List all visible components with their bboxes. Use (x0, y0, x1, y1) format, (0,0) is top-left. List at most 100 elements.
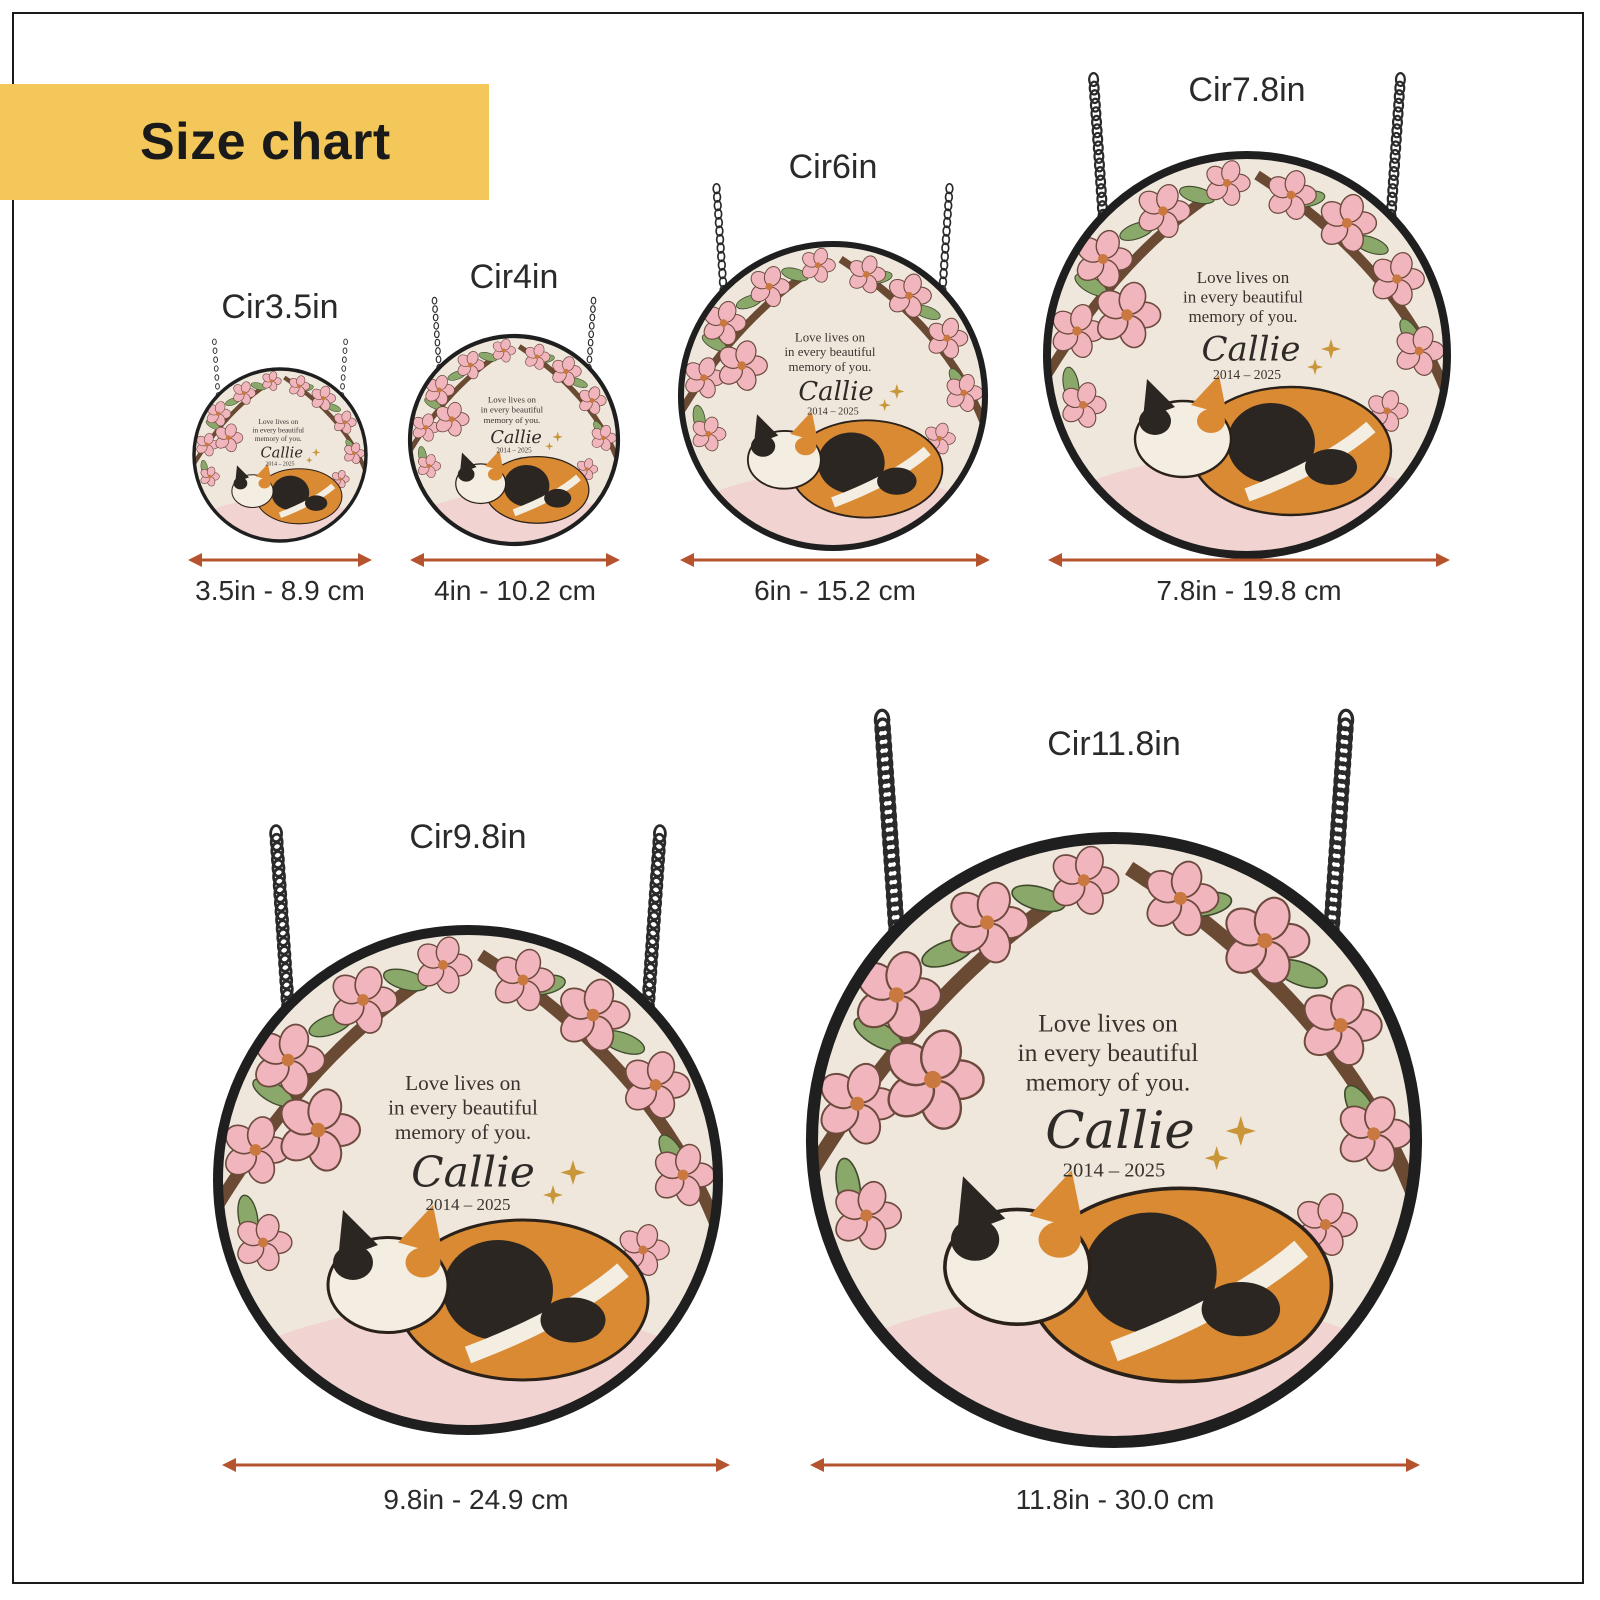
blossom (692, 416, 727, 452)
verse-line: memory of you. (255, 434, 302, 443)
blossom (1268, 170, 1317, 220)
dimension-arrow (680, 553, 990, 567)
ornament-rim (407, 333, 621, 547)
verse-line: Love lives on (1038, 1008, 1178, 1037)
blossom (492, 338, 516, 363)
sparkle-icon (1307, 359, 1323, 375)
hanging-chain (269, 824, 667, 1016)
sparkle-icon (889, 383, 905, 400)
sparkle-icon (311, 448, 321, 457)
dimension-label: 6in - 15.2 cm (754, 575, 916, 606)
sparkle-icon (878, 399, 891, 412)
blossom (946, 374, 984, 412)
blossom (525, 343, 551, 370)
blossom (802, 247, 836, 283)
dimension-arrow (410, 553, 620, 567)
sleeping-cat (943, 1170, 1334, 1384)
blossom (619, 1224, 670, 1276)
blossom (591, 424, 617, 451)
sleeping-cat (455, 450, 590, 524)
blossom (835, 1180, 903, 1251)
pet-years: 2014 – 2025 (265, 461, 294, 467)
blossom (718, 340, 768, 391)
sparkle-icon (545, 442, 554, 451)
blossom (215, 423, 244, 453)
dimension-label: 9.8in - 24.9 cm (383, 1484, 569, 1515)
dimension-label: 7.8in - 19.8 cm (1156, 575, 1342, 606)
verse-line: in every beautiful (1183, 288, 1303, 307)
blossom (1303, 984, 1383, 1067)
blossom (1052, 845, 1120, 915)
ornament-rim (192, 367, 368, 543)
blossom (1372, 251, 1425, 307)
pet-name: Callie (1201, 329, 1300, 369)
verse-line: memory of you. (789, 359, 872, 374)
pet-name: Callie (260, 444, 303, 461)
blossom (425, 374, 455, 406)
verse-line: in every beautiful (253, 425, 304, 434)
ornament-rim (213, 925, 723, 1435)
dimension-arrow (810, 1458, 1420, 1472)
verse-line: in every beautiful (388, 1095, 538, 1119)
sleeping-cat (746, 411, 944, 519)
dimension-label: 3.5in - 8.9 cm (195, 575, 365, 606)
ornament-rim (677, 240, 989, 552)
blossom (1206, 160, 1251, 206)
blossom (1062, 382, 1107, 428)
blossom (206, 401, 232, 427)
dimension-arrow (188, 553, 372, 567)
pet-name: Callie (1045, 1101, 1195, 1161)
sparkle-icon (1204, 1146, 1229, 1171)
pet-years: 2014 – 2025 (807, 406, 859, 417)
blossom (494, 948, 556, 1012)
sparkle-icon (305, 456, 313, 464)
dimension-arrow (1048, 553, 1450, 567)
blossom (820, 1062, 900, 1145)
blossom (289, 375, 311, 397)
pet-name: Callie (490, 428, 541, 448)
verse-line: memory of you. (484, 415, 541, 425)
dimension-arrow (222, 1458, 730, 1472)
sleeping-cat (1133, 375, 1393, 517)
sparkle-icon (560, 1160, 586, 1185)
blossom (552, 356, 582, 387)
dimension-label: 4in - 10.2 cm (434, 575, 596, 606)
blossom (1076, 229, 1134, 289)
blossom (237, 1213, 293, 1272)
ornament-rim (1043, 151, 1451, 559)
blossom (560, 978, 631, 1052)
blossom (579, 386, 607, 415)
blossom (750, 266, 791, 308)
sleeping-cat (231, 463, 343, 525)
page-title: Size chart (140, 113, 391, 171)
blossom (333, 410, 357, 434)
blossom (887, 1029, 985, 1130)
blossom (1368, 390, 1409, 432)
blossom (457, 351, 485, 380)
pet-years: 2014 – 2025 (1063, 1159, 1166, 1181)
blossom (344, 442, 366, 465)
blossom (849, 255, 887, 294)
blossom (950, 881, 1030, 964)
blossom (1138, 183, 1191, 239)
blossom (1052, 303, 1105, 359)
sparkle-icon (1225, 1115, 1256, 1147)
verse-line: Love lives on (405, 1071, 521, 1095)
blossom (262, 371, 282, 391)
verse-line: Love lives on (488, 395, 537, 405)
verse-line: Love lives on (1197, 268, 1290, 287)
ornament-rim (805, 831, 1423, 1449)
verse-line: Love lives on (795, 329, 866, 344)
blossom (1225, 896, 1311, 985)
verse-line: memory of you. (1026, 1067, 1191, 1096)
